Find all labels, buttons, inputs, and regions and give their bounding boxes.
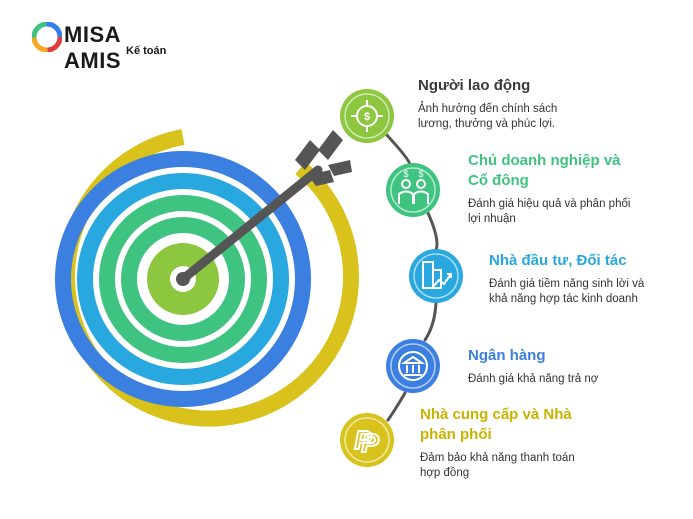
stakeholder-badge-5: PP: [340, 413, 394, 467]
arrow-feather-2: [308, 170, 334, 186]
arrow-feather-1: [295, 140, 320, 170]
svg-text:$: $: [418, 169, 423, 179]
stakeholder-description-line: Ảnh hưởng đến chính sách: [418, 103, 558, 115]
stakeholder-badge-2: $$: [386, 163, 440, 217]
stakeholder-badge-4: [386, 339, 440, 393]
connector-arc: [383, 131, 439, 422]
growth-chart-icon: [422, 261, 452, 289]
stakeholder-title-line: Ngân hàng: [468, 347, 546, 364]
ring-cyan: [77, 173, 289, 385]
business-people-icon: $$: [398, 169, 429, 204]
stakeholder-badge-1: $: [340, 89, 394, 143]
stakeholder-title: Nhà đầu tư, Đối tác: [489, 251, 644, 271]
ring-green-inner: [121, 217, 245, 341]
paypal-icon: PP: [353, 424, 380, 459]
stakeholder-description-line: lương, thưởng và phúc lợi.: [418, 118, 556, 130]
stakeholder-description-line: Đánh giá hiệu quả và phân phối: [468, 198, 631, 210]
stakeholder-description: Đánh giá tiềm năng sinh lời và khả năng h…: [489, 277, 644, 307]
badge-circle: [409, 249, 463, 303]
stakeholder-description-line: khả năng hợp tác kinh doanh: [489, 293, 638, 305]
stakeholder-description-line: hợp đồng: [420, 467, 470, 479]
stakeholder-title-line: Người lao động: [418, 77, 531, 94]
ring-green: [99, 195, 267, 363]
stakeholder-title: Chủ doanh nghiệp và Cổ đông: [468, 151, 630, 191]
stakeholder-description: Đánh giá khả năng trả nợ: [468, 372, 598, 387]
stakeholder-description: Ảnh hưởng đến chính sách lương, thưởng và…: [418, 102, 557, 132]
stakeholder-title: Nhà cung cấp và Nhà phân phối: [420, 405, 575, 445]
arrow: [176, 130, 352, 286]
stakeholder-title-line: phân phối: [420, 426, 492, 443]
stakeholder-description-line: Đánh giá tiềm năng sinh lời và: [489, 278, 645, 290]
stakeholder-title-line: Cổ đông: [468, 172, 529, 189]
stakeholder-title-line: Chủ doanh nghiệp và: [468, 152, 621, 169]
svg-text:P: P: [354, 425, 372, 455]
badge-inner-ring: [390, 167, 436, 213]
stakeholder-description: Đảm bảo khả năng thanh toán hợp đồng: [420, 451, 575, 481]
badge-circle: [340, 89, 394, 143]
badge-inner-ring: [413, 253, 459, 299]
logo-brand: MISA AMIS: [64, 22, 121, 73]
svg-text:P: P: [361, 428, 379, 458]
misa-logo-icon: [32, 22, 62, 52]
arrow-tip: [176, 272, 190, 286]
arrow-feather-3: [318, 130, 343, 160]
badge-circle: [386, 163, 440, 217]
stakeholder-title-line: Nhà cung cấp và Nhà: [420, 406, 572, 423]
stakeholder-description-line: Đánh giá khả năng trả nợ: [468, 373, 599, 385]
arrow-feather-4: [328, 160, 352, 176]
misa-amis-logo: MISA AMIS Kế toán: [32, 22, 182, 73]
svg-text:$: $: [364, 111, 370, 123]
stakeholder-badge-3: [409, 249, 463, 303]
stakeholder-title: Ngân hàng: [468, 346, 598, 366]
arrow-shaft: [178, 165, 323, 284]
stakeholder-description-line: lợi nhuận: [468, 213, 516, 225]
badge-inner-ring: [344, 93, 390, 139]
logo-subtitle: Kế toán: [126, 45, 167, 57]
ring-blue: [55, 151, 311, 407]
badge-inner-ring: [390, 343, 436, 389]
stakeholder-description-line: Đảm bảo khả năng thanh toán: [420, 452, 575, 464]
target-dollar-icon: $: [351, 100, 383, 132]
bank-icon: [398, 351, 428, 381]
stakeholder-description: Đánh giá hiệu quả và phân phối lợi nhuận: [468, 197, 630, 227]
badge-circle: [340, 413, 394, 467]
badge-inner-ring: [344, 417, 390, 463]
svg-text:$: $: [403, 169, 408, 179]
stakeholder-title-line: Nhà đầu tư, Đối tác: [489, 252, 627, 269]
stakeholder-title: Người lao động: [418, 76, 557, 96]
